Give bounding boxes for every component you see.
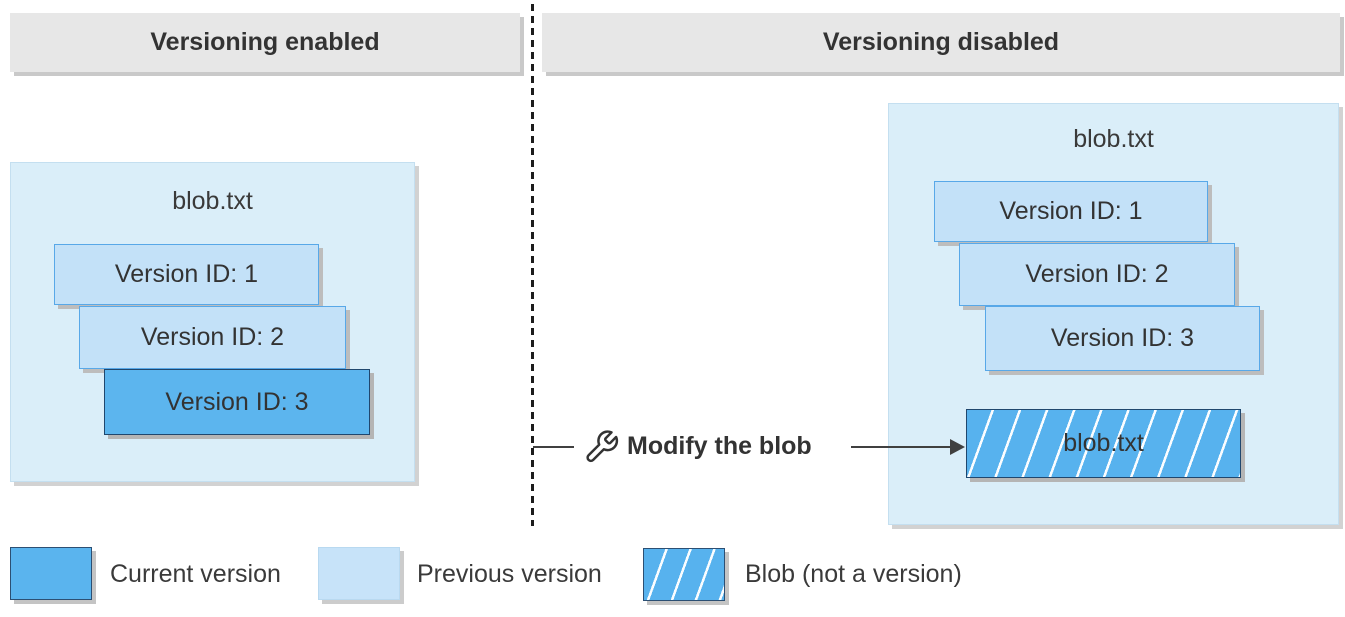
enabled-version-box-3-current: Version ID: 3 xyxy=(104,369,370,435)
wrench-icon xyxy=(586,430,619,463)
version-label: Version ID: 1 xyxy=(999,197,1143,225)
arrow-line xyxy=(851,446,952,448)
legend-label-current-version: Current version xyxy=(110,560,281,588)
header-versioning-disabled: Versioning disabled xyxy=(542,13,1340,72)
panel-divider-dashed-line xyxy=(531,4,534,526)
legend-label-previous-version: Previous version xyxy=(417,560,602,588)
header-versioning-enabled-label: Versioning enabled xyxy=(150,28,380,56)
version-label: Version ID: 1 xyxy=(114,260,259,288)
header-versioning-enabled: Versioning enabled xyxy=(10,13,520,72)
blob-label: blob.txt xyxy=(1063,429,1144,457)
enabled-version-box-1: Version ID: 1 xyxy=(54,244,319,305)
modify-the-blob-label: Modify the blob xyxy=(627,432,812,460)
legend-swatch-current-version xyxy=(10,547,92,600)
version-label: Version ID: 3 xyxy=(165,387,309,416)
disabled-version-box-3: Version ID: 3 xyxy=(985,306,1260,371)
disabled-version-box-1: Version ID: 1 xyxy=(934,181,1208,242)
version-label: Version ID: 2 xyxy=(1025,260,1169,288)
version-label: Version ID: 2 xyxy=(140,323,285,351)
disabled-container-title: blob.txt xyxy=(1073,125,1154,153)
legend-swatch-blob-not-a-version xyxy=(643,548,725,601)
legend-swatch-previous-version xyxy=(318,547,400,600)
connector-stub-line xyxy=(533,446,574,448)
enabled-version-box-2: Version ID: 2 xyxy=(79,306,346,369)
legend-label-blob-not-a-version: Blob (not a version) xyxy=(745,560,962,588)
enabled-blob-container: blob.txt Version ID: 1 Version ID: 2 Ver… xyxy=(10,162,415,482)
disabled-blob-container: blob.txt Version ID: 1 Version ID: 2 Ver… xyxy=(888,103,1339,525)
enabled-container-title: blob.txt xyxy=(172,187,253,215)
arrow-head xyxy=(950,439,965,455)
disabled-blob-hatched-box: blob.txt xyxy=(966,409,1241,478)
disabled-version-box-2: Version ID: 2 xyxy=(959,243,1235,306)
version-label: Version ID: 3 xyxy=(1050,324,1195,352)
header-versioning-disabled-label: Versioning disabled xyxy=(822,28,1060,56)
